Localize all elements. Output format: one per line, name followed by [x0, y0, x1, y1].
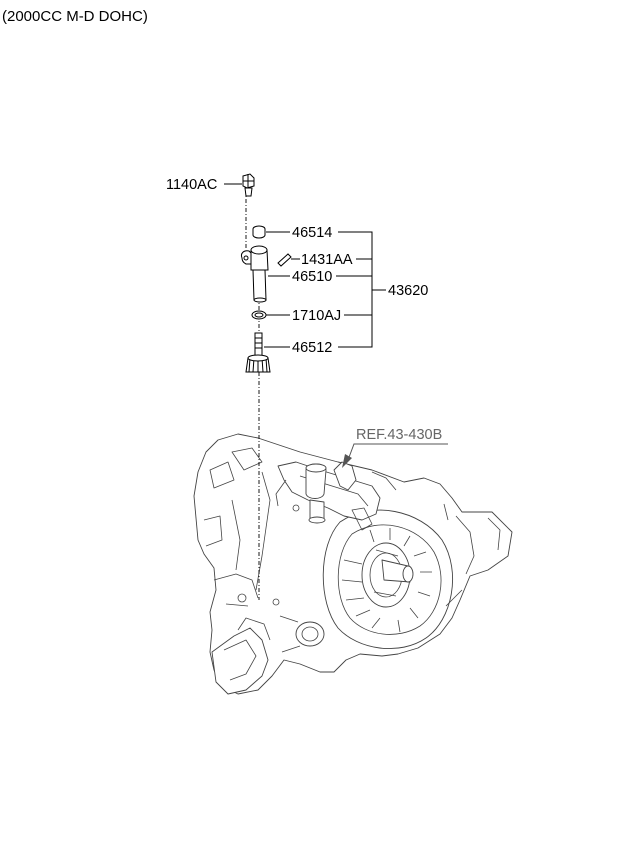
diagram-title: (2000CC M-D DOHC): [2, 8, 148, 25]
label-43620: 43620: [388, 283, 428, 299]
label-46514: 46514: [292, 225, 332, 241]
pin-part: [277, 253, 292, 267]
label-46510: 46510: [292, 269, 332, 285]
label-1710AJ: 1710AJ: [292, 308, 341, 324]
sleeve-part: [241, 245, 269, 303]
gear-part: [245, 332, 271, 373]
label-46512: 46512: [292, 340, 332, 356]
oring-part: [251, 310, 267, 320]
label-reference: REF.43-430B: [356, 427, 442, 443]
oring-inner: [254, 312, 264, 318]
label-1140AC: 1140AC: [166, 177, 217, 193]
reference-leader: [347, 443, 448, 461]
cap-part: [252, 225, 266, 239]
bolt-part: [242, 173, 255, 197]
transmission-housing: [193, 433, 513, 695]
label-1431AA: 1431AA: [301, 252, 353, 268]
reference-arrowhead: [342, 454, 352, 468]
assembly-bracket: [336, 231, 386, 348]
